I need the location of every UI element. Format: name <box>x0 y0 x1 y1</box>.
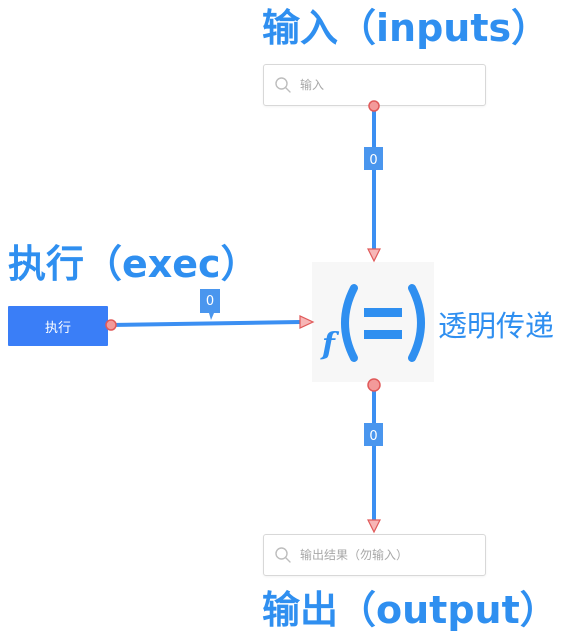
output-arrow-icon <box>367 519 381 534</box>
output-field[interactable] <box>263 534 486 576</box>
node-label: 透明传递 <box>438 309 555 343</box>
exec-port[interactable] <box>105 319 117 331</box>
input-port[interactable] <box>368 100 380 112</box>
input-arrow-icon <box>367 248 381 263</box>
output-wire-badge <box>364 423 383 446</box>
function-node[interactable] <box>312 262 434 382</box>
input-text[interactable] <box>300 78 485 92</box>
search-icon <box>275 547 291 563</box>
inputs-heading: 输入（inputs） <box>262 6 550 50</box>
exec-heading: 执行（exec） <box>8 242 259 286</box>
function-equals-icon: f <box>320 284 425 362</box>
exec-wire-count: 0 <box>206 294 214 309</box>
output-text[interactable] <box>300 548 485 562</box>
exec-wire[interactable] <box>109 320 301 327</box>
output-port[interactable] <box>367 378 381 392</box>
exec-button[interactable]: 执行 <box>8 306 108 346</box>
search-icon <box>275 77 291 93</box>
exec-arrow-icon <box>299 315 315 329</box>
input-wire-badge <box>364 147 383 170</box>
exec-wire-badge <box>200 289 220 320</box>
output-wire-count: 0 <box>369 429 377 444</box>
input-wire-count: 0 <box>369 153 377 168</box>
output-heading: 输出（output） <box>262 588 558 632</box>
